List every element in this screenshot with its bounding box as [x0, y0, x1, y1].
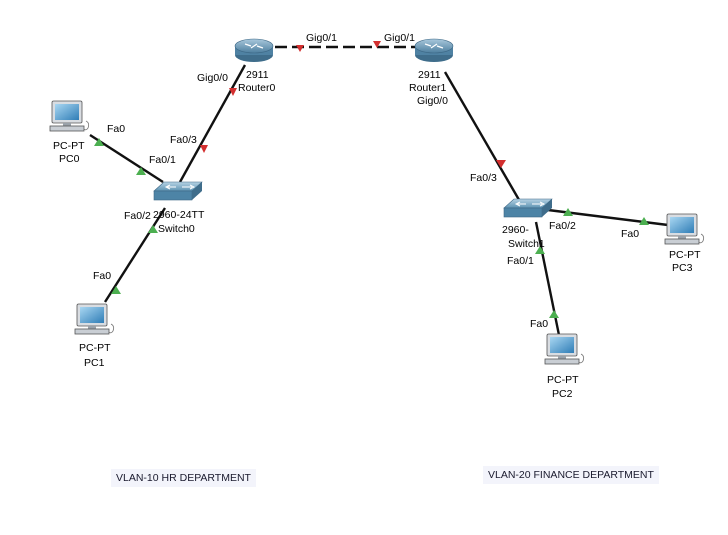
port-label: Fa0 — [530, 318, 548, 330]
port-label: Fa0 — [93, 270, 111, 282]
router1-name: Router1 — [409, 82, 447, 94]
link-up-indicator — [549, 310, 559, 318]
pc-icon[interactable] — [49, 100, 90, 132]
link-r1-sw1[interactable] — [443, 71, 524, 206]
pc0-model: PC-PT — [53, 140, 85, 152]
port-label: Fa0/1 — [507, 255, 534, 267]
pc1-name: PC1 — [84, 357, 105, 369]
link-down-indicator — [229, 88, 237, 96]
link-down-indicator — [496, 160, 506, 168]
link-down-indicator — [296, 45, 304, 52]
link-up-indicator — [148, 225, 158, 233]
vlan20-note[interactable]: VLAN-20 FINANCE DEPARTMENT — [483, 466, 659, 484]
link-up-indicator — [563, 208, 573, 216]
switch1-model: 2960- — [502, 224, 529, 236]
pc-icon[interactable] — [664, 213, 705, 245]
link-indicators — [94, 41, 649, 318]
pc1-model: PC-PT — [79, 342, 111, 354]
port-label: Fa0 — [107, 123, 125, 135]
link-up-indicator — [94, 138, 104, 146]
pc3-name: PC3 — [672, 262, 693, 274]
pc-icon[interactable] — [74, 303, 115, 335]
switch0-model: 2960-24TT — [153, 209, 205, 221]
link-up-indicator — [136, 167, 146, 175]
port-label: Gig0/1 — [306, 32, 337, 44]
port-label: Fa0 — [621, 228, 639, 240]
vlan10-note[interactable]: VLAN-10 HR DEPARTMENT — [111, 469, 256, 487]
link-pc0-sw0[interactable] — [89, 133, 164, 184]
router0-name: Router0 — [238, 82, 276, 94]
link-down-indicator — [373, 41, 381, 48]
pc0-name: PC0 — [59, 153, 80, 165]
port-label: Fa0/3 — [470, 172, 497, 184]
router0-model: 2911 — [246, 69, 269, 81]
link-sw1-pc2[interactable] — [534, 221, 562, 341]
pc3-model: PC-PT — [669, 249, 701, 261]
router1-model: 2911 — [418, 69, 441, 81]
switch0-name: Switch0 — [158, 223, 195, 235]
router-icon[interactable] — [234, 38, 274, 63]
pc-icon[interactable] — [544, 333, 585, 365]
link-down-indicator — [200, 145, 208, 153]
link-up-indicator — [535, 246, 545, 254]
port-label: Gig0/1 — [384, 32, 415, 44]
link-r0-sw0[interactable] — [178, 64, 247, 183]
port-label: Fa0/1 — [149, 154, 176, 166]
port-label: Gig0/0 — [417, 95, 448, 107]
switch-icon[interactable] — [153, 181, 203, 201]
port-label: Gig0/0 — [197, 72, 228, 84]
pc2-name: PC2 — [552, 388, 573, 400]
port-label: Fa0/3 — [170, 134, 197, 146]
switch1-name: Switch1 — [508, 238, 545, 250]
link-up-indicator — [639, 217, 649, 225]
link-up-indicator — [111, 286, 121, 294]
pc2-model: PC-PT — [547, 374, 579, 386]
port-label: Fa0/2 — [549, 220, 576, 232]
router-icon[interactable] — [414, 38, 454, 63]
link-sw0-pc1[interactable] — [103, 207, 167, 303]
port-label: Fa0/2 — [124, 210, 151, 222]
switch-icon[interactable] — [503, 198, 553, 218]
